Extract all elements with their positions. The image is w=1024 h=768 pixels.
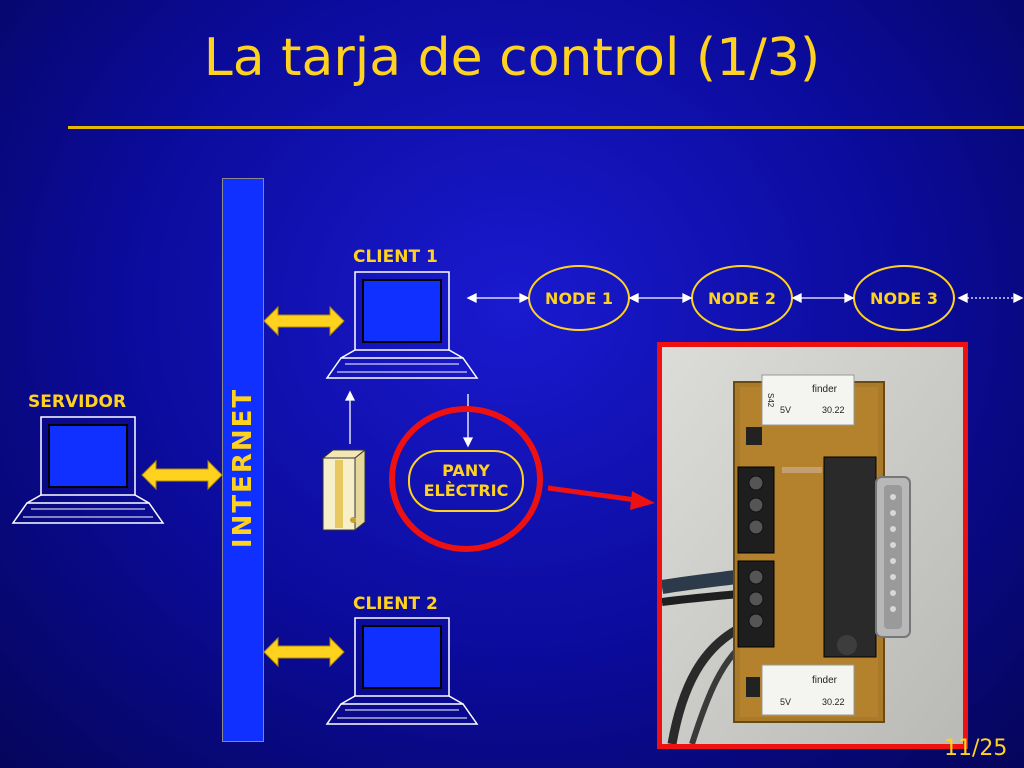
relay-top-brand: finder bbox=[812, 384, 838, 395]
relay-bottom-voltage: 5V bbox=[780, 697, 791, 707]
relay-top-code: S42 bbox=[766, 393, 775, 408]
client2-label: CLIENT 2 bbox=[353, 594, 438, 614]
highlight-circle bbox=[389, 406, 543, 552]
client2-internet-arrow bbox=[263, 637, 345, 667]
slide-title: La tarja de control (1/3) bbox=[203, 28, 821, 88]
relay-top-model: 30.22 bbox=[822, 405, 845, 415]
lock-label-line1: PANY bbox=[442, 461, 490, 480]
page-number: 11/25 bbox=[944, 736, 1008, 761]
client1-internet-arrow bbox=[263, 306, 345, 336]
relay-bottom-model: 30.22 bbox=[822, 697, 845, 707]
server-internet-arrow bbox=[141, 460, 223, 490]
node-links bbox=[466, 292, 1024, 304]
control-card-icon bbox=[321, 448, 367, 532]
board-illustration: finder 5V 30.22 S42 finder 5V 30.22 bbox=[662, 347, 963, 744]
card-to-client-arrow bbox=[344, 390, 356, 444]
client1-label: CLIENT 1 bbox=[353, 247, 438, 267]
electric-lock: PANY ELÈCTRIC bbox=[408, 450, 524, 512]
title-underline bbox=[68, 126, 1024, 129]
server-computer bbox=[12, 416, 164, 524]
control-board-photo: finder 5V 30.22 S42 finder 5V 30.22 bbox=[657, 342, 968, 749]
lock-label-line2: ELÈCTRIC bbox=[423, 481, 509, 500]
internet-bar bbox=[222, 178, 264, 742]
lock-arrow bbox=[462, 394, 474, 448]
highlight-pointer bbox=[547, 485, 655, 510]
client1-computer bbox=[326, 271, 478, 379]
relay-top-voltage: 5V bbox=[780, 405, 791, 415]
client2-computer bbox=[326, 617, 478, 725]
relay-bottom-brand: finder bbox=[812, 675, 838, 686]
server-label: SERVIDOR bbox=[28, 392, 127, 412]
